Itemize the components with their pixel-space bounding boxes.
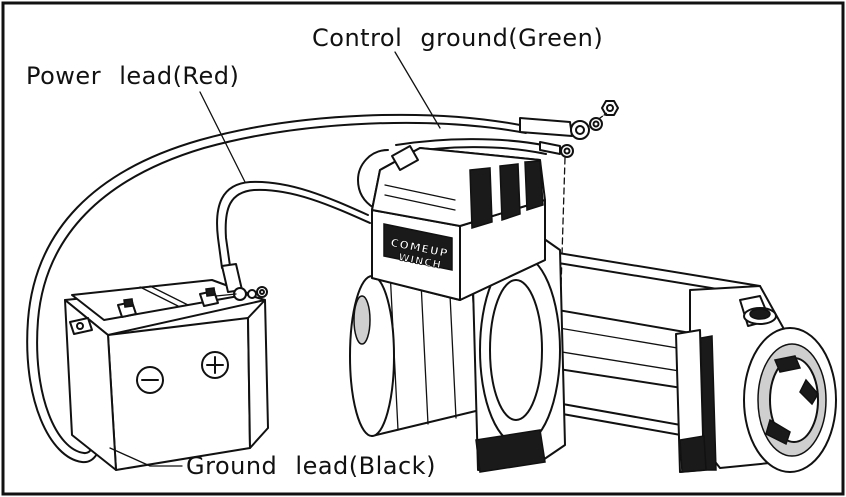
battery-terminal-hardware: [215, 263, 268, 301]
label-ground-lead: Ground lead(Black): [186, 452, 436, 480]
winch-left-end-plate: [471, 235, 566, 473]
ground-lead-cable: [26, 113, 527, 464]
label-control-ground: Control ground(Green): [312, 24, 603, 52]
callout-leaders: [109, 51, 441, 467]
winch-right-end-plate: [675, 329, 707, 473]
winch-clutch-knob: [739, 295, 777, 327]
winch-gear-housing: [689, 285, 837, 473]
label-power-lead: Power lead(Red): [26, 62, 239, 90]
battery: [64, 279, 269, 471]
winch-control-box: [371, 145, 546, 301]
power-lead-cable: [216, 180, 371, 269]
cable-ring-terminals: [519, 117, 590, 158]
